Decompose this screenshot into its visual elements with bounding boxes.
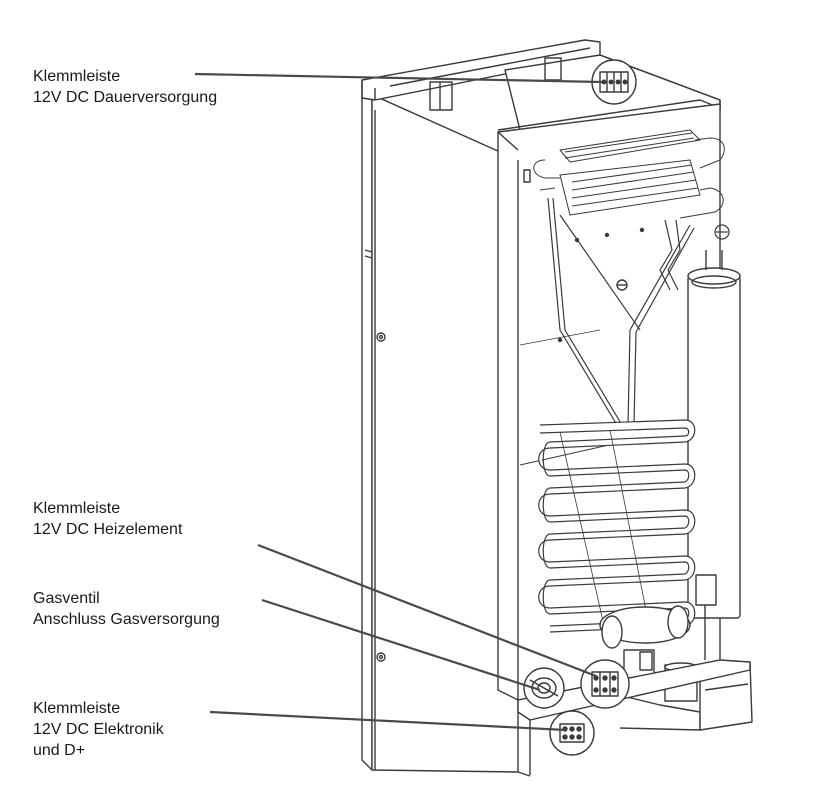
boiler-cylinder bbox=[687, 250, 741, 660]
label-line: 12V DC Elektronik bbox=[33, 721, 164, 738]
leader-lines bbox=[194, 72, 603, 732]
terminal-block-electronics bbox=[549, 710, 595, 756]
label-elektronik: Klemmleiste 12V DC Elektronik und D+ bbox=[33, 698, 164, 761]
base-bracket bbox=[517, 659, 753, 777]
label-line: Klemmleiste bbox=[33, 700, 121, 717]
label-line: Klemmleiste bbox=[33, 68, 121, 85]
evaporator-coil bbox=[538, 419, 696, 633]
terminal-block-heater bbox=[580, 659, 630, 709]
leader-dauerversorgung bbox=[194, 72, 603, 84]
condenser-fins bbox=[533, 129, 725, 219]
leader-heizelement bbox=[257, 543, 597, 678]
label-heizelement: Klemmleiste 12V DC Heizelement bbox=[33, 498, 182, 540]
pipes bbox=[547, 197, 730, 431]
cabinet-body bbox=[361, 95, 519, 773]
label-line: Anschluss Gasversorgung bbox=[33, 611, 220, 628]
label-line: 12V DC Dauerversorgung bbox=[33, 89, 218, 106]
label-line: Gasventil bbox=[33, 590, 100, 607]
label-line: Klemmleiste bbox=[33, 500, 121, 517]
label-gasventil: Gasventil Anschluss Gasversorgung bbox=[33, 588, 220, 630]
label-line: 12V DC Heizelement bbox=[33, 521, 183, 538]
leader-gasventil bbox=[261, 598, 541, 692]
label-dauerversorgung: Klemmleiste 12V DC Dauerversorgung bbox=[33, 66, 217, 108]
gas-valve bbox=[523, 667, 565, 709]
leader-elektronik bbox=[209, 710, 567, 732]
label-line: und D+ bbox=[33, 742, 86, 759]
